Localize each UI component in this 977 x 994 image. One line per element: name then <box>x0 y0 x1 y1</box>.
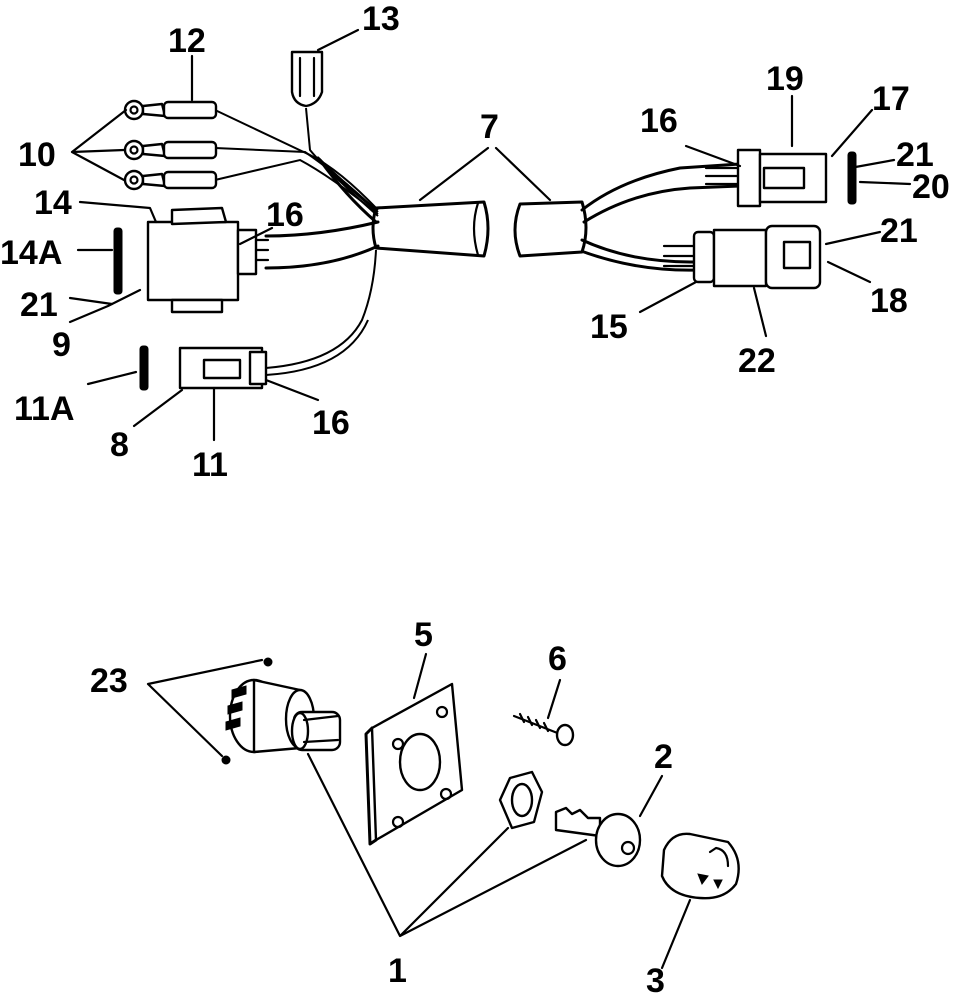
callout-2: 2 <box>654 738 673 776</box>
callout-21-upper: 21 <box>896 136 934 174</box>
callout-7: 7 <box>480 108 499 146</box>
callout-21-right: 21 <box>880 212 918 250</box>
callout-22: 22 <box>738 342 776 380</box>
wiring-harness <box>113 50 857 391</box>
upper-right-connector <box>704 148 828 208</box>
callout-9: 9 <box>52 326 71 364</box>
callout-16-upper-right: 16 <box>640 102 678 140</box>
callout-21-left: 21 <box>20 286 58 324</box>
lower-right-connector <box>662 224 822 290</box>
callout-16-left: 16 <box>266 196 304 234</box>
ignition-switch-kit <box>221 657 740 900</box>
callout-5: 5 <box>414 616 433 654</box>
callout-15: 15 <box>590 308 628 346</box>
harness-cable-right <box>513 200 588 258</box>
hex-nut <box>498 770 544 830</box>
callout-11a: 11A <box>14 390 75 428</box>
ring-terminal-middle <box>123 139 218 161</box>
ignition-key <box>554 806 642 868</box>
ring-terminal-bottom <box>123 169 218 191</box>
callout-18: 18 <box>870 282 908 320</box>
callout-11: 11 <box>192 446 228 484</box>
callout-3: 3 <box>646 962 665 994</box>
small-connector <box>178 249 377 390</box>
screw-23-top <box>263 657 273 667</box>
callout-23: 23 <box>90 662 128 700</box>
callout-1: 1 <box>388 952 407 990</box>
ignition-switch <box>225 678 342 754</box>
callout-10: 10 <box>18 136 56 174</box>
key-cover <box>660 832 740 900</box>
leader-lines <box>68 28 912 970</box>
callout-8: 8 <box>110 426 129 464</box>
callout-14: 14 <box>34 184 72 222</box>
mounting-plate <box>364 682 464 846</box>
bullet-connector <box>290 50 324 108</box>
callout-12: 12 <box>168 22 206 60</box>
callout-14a: 14A <box>0 234 62 272</box>
callout-6: 6 <box>548 640 567 678</box>
large-connector <box>146 206 380 314</box>
harness-cable-left <box>371 200 490 258</box>
callout-13: 13 <box>362 0 400 38</box>
callout-17: 17 <box>872 80 910 118</box>
screw-23-bottom <box>221 755 231 765</box>
callout-labels: 1 2 3 5 6 7 8 9 10 11 11A 12 13 14 14A 1… <box>0 0 950 994</box>
callout-20: 20 <box>912 168 950 206</box>
mounting-screw <box>512 712 575 747</box>
callout-16-lower: 16 <box>312 404 350 442</box>
retaining-pin-11a <box>139 345 149 391</box>
callout-19: 19 <box>766 60 804 98</box>
retaining-pin-14a <box>113 227 123 295</box>
retaining-pin-20 <box>847 151 857 205</box>
ring-terminal-top <box>123 99 218 121</box>
